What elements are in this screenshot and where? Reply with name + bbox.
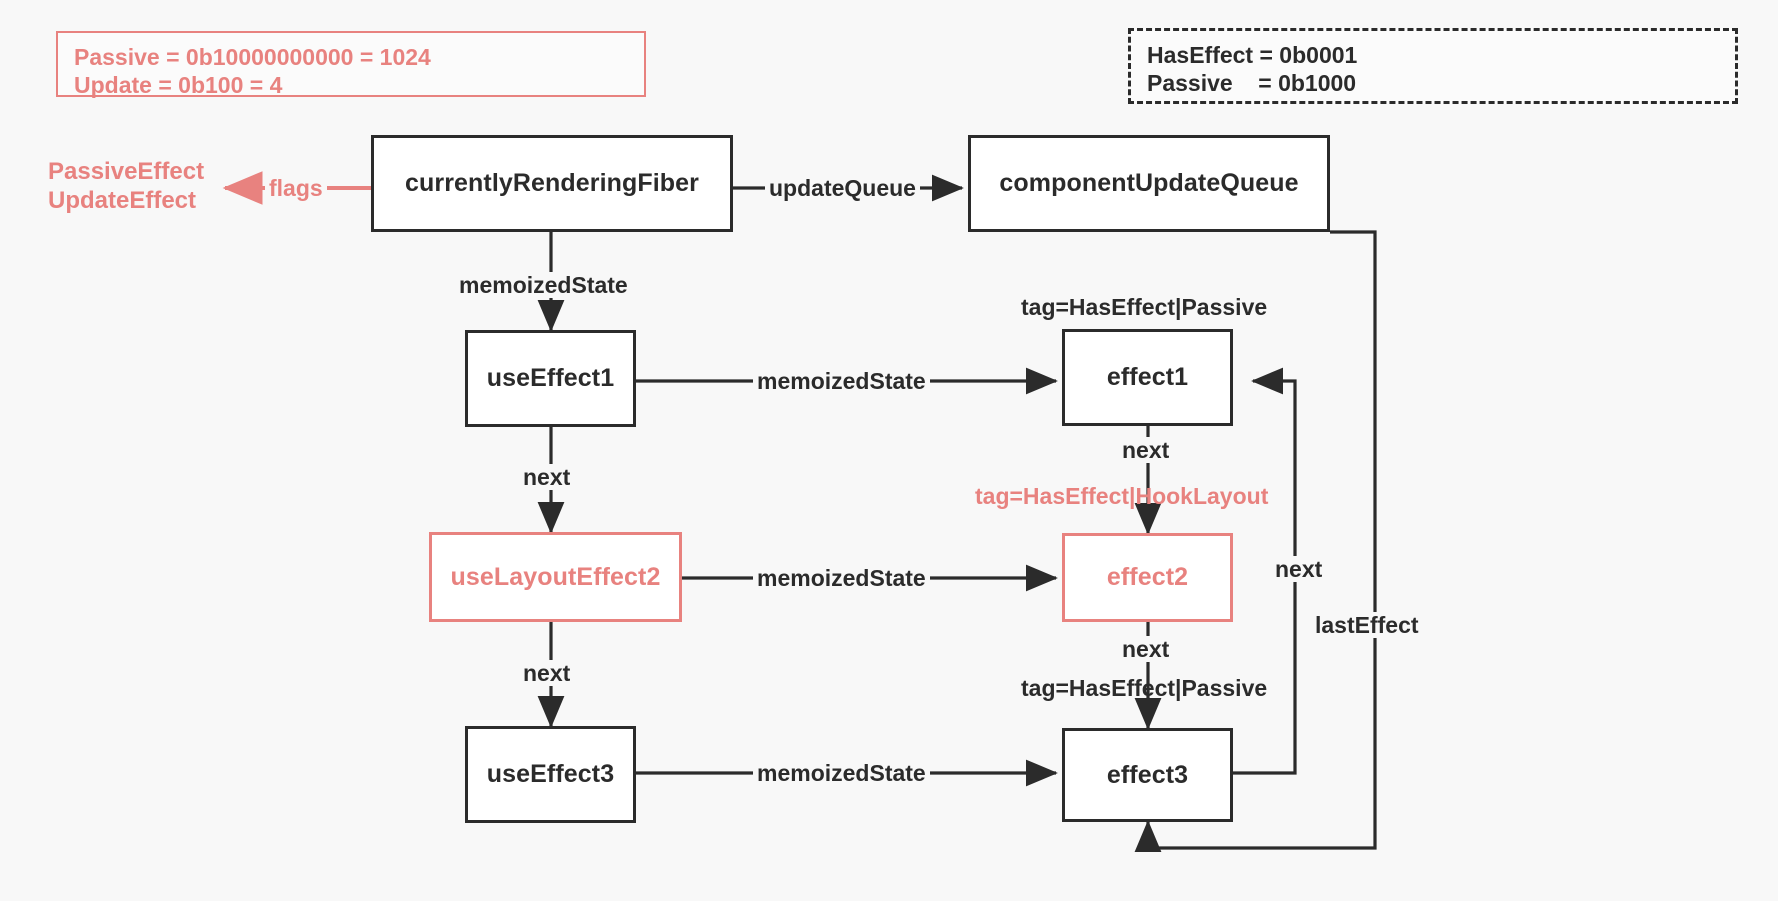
node-label: componentUpdateQueue [999, 169, 1299, 197]
edge-label-update-queue: updateQueue [765, 175, 920, 201]
edge-label-memoized-state-2: memoizedState [753, 565, 930, 591]
edge-label-next-hook-2: next [519, 660, 575, 686]
edge-label-memoized-state-fiber: memoizedState [455, 272, 632, 298]
tag-effect-2: tag=HasEffect|HookLayout [975, 483, 1269, 509]
node-label: effect1 [1106, 363, 1189, 391]
edge-label-next-effect-3: next [1271, 556, 1327, 582]
edge-label-next-effect-2: next [1118, 636, 1174, 662]
edge-label-memoized-state-3: memoizedState [753, 760, 930, 786]
node-currently-rendering-fiber[interactable]: currentlyRenderingFiber [371, 135, 733, 232]
edge-label-memoized-state-1: memoizedState [753, 368, 930, 394]
fiber-flags-label: PassiveEffect UpdateEffect [48, 158, 205, 214]
node-effect-3[interactable]: effect3 [1062, 728, 1233, 822]
node-label: currentlyRenderingFiber [404, 169, 700, 197]
node-label: useLayoutEffect2 [450, 562, 661, 591]
node-label: useEffect1 [486, 364, 615, 392]
edge-label-last-effect: lastEffect [1311, 612, 1423, 638]
node-use-layout-effect-2[interactable]: useLayoutEffect2 [429, 532, 682, 622]
edge-label-next-effect-1: next [1118, 437, 1174, 463]
node-label: effect2 [1106, 563, 1189, 591]
node-component-update-queue[interactable]: componentUpdateQueue [968, 135, 1330, 232]
edge-label-next-hook-1: next [519, 464, 575, 490]
tag-effect-1: tag=HasEffect|Passive [1021, 294, 1268, 320]
edge-label-flags: flags [265, 175, 327, 201]
legend-flag-values: Passive = 0b10000000000 = 1024 Update = … [56, 31, 646, 98]
node-effect-2[interactable]: effect2 [1062, 533, 1233, 622]
node-label: useEffect3 [486, 760, 615, 788]
node-label: effect3 [1106, 760, 1189, 789]
node-use-effect-3[interactable]: useEffect3 [465, 726, 636, 823]
node-effect-1[interactable]: effect1 [1062, 329, 1233, 426]
node-use-effect-1[interactable]: useEffect1 [465, 330, 636, 427]
tag-effect-3: tag=HasEffect|Passive [1021, 675, 1268, 701]
legend-hook-tag-values: HasEffect = 0b0001 Passive = 0b1000 [1128, 28, 1738, 104]
